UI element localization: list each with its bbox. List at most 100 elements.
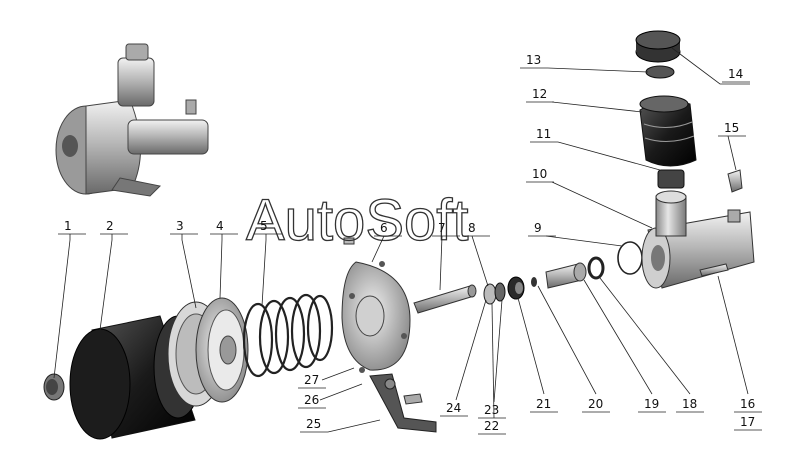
callout-24: 24 [440,299,487,417]
callout-4: 4 [210,219,238,299]
part-16-bolt [699,263,729,277]
leader-line-22 [491,303,495,419]
watermark-text: AutoSoft [246,188,468,253]
part-1-cap [43,373,65,401]
callout-3: 3 [170,219,198,309]
part-18-seal [587,256,605,280]
leader-line-18 [599,277,691,395]
leader-line-25 [327,419,381,433]
parts-21-23-rings [483,276,525,305]
leader-line-6 [371,235,385,263]
callout-label-18: 18 [682,397,697,411]
callout-label-16: 16 [740,397,755,411]
callout-10: 10 [526,167,653,229]
callout-label-13: 13 [526,53,541,67]
part-11-neck [657,169,685,189]
callout-1: 1 [53,219,86,379]
callout-12: 12 [526,87,643,113]
part-14-cap [635,30,681,63]
part-4-piston-ring [195,297,249,403]
leader-line-5 [261,234,267,307]
callout-label-26: 26 [304,393,319,407]
callout-label-17: 17 [740,415,755,429]
part-19-piston [531,262,587,289]
callout-label-21: 21 [536,397,551,411]
callout-23: 23 [478,299,506,419]
leader-line-20 [537,285,597,395]
callout-label-22: 22 [484,419,499,433]
leader-line-3 [181,234,197,309]
callout-label-19: 19 [644,397,659,411]
callout-label-6: 6 [380,221,388,235]
callout-17: 17 [734,415,762,431]
callout-11: 11 [530,127,661,171]
callout-7: 7 [432,221,460,291]
part-25-bracket [369,373,437,433]
leader-line-14 [671,47,750,85]
callout-14: 14 [671,47,750,85]
callout-label-14: 14 [728,67,743,81]
callout-8: 8 [462,221,490,287]
callout-27: 27 [298,367,355,389]
callout-21: 21 [517,297,558,413]
callout-5: 5 [254,219,282,307]
callout-label-2: 2 [106,219,114,233]
leader-line-1 [53,234,71,379]
callout-6: 6 [371,221,402,263]
callout-15: 15 [718,121,746,171]
callout-label-5: 5 [260,219,268,233]
callout-label-10: 10 [532,167,547,181]
leader-line-8 [471,235,489,287]
leader-line-23 [493,299,503,403]
callout-label-12: 12 [532,87,547,101]
callout-label-4: 4 [216,219,224,233]
assembled-unit-illustration [55,43,209,197]
part-13-filter [645,65,675,79]
leader-line-4 [219,234,223,299]
callout-label-3: 3 [176,219,184,233]
part-10-cylinder-body [641,190,755,289]
callout-label-23: 23 [484,403,499,417]
leader-line-13 [547,67,649,73]
leader-line-11 [557,141,661,171]
leader-line-21 [517,297,545,395]
callout-label-25: 25 [306,417,321,431]
callout-label-20: 20 [588,397,603,411]
callout-label-7: 7 [438,221,446,235]
part-7-pin [343,237,355,245]
leader-line-16 [717,275,749,395]
part-7-rod [413,284,477,314]
callout-18: 18 [599,277,704,413]
leader-line-7 [439,235,443,291]
callout-label-1: 1 [64,219,72,233]
leader-line-15 [727,135,737,171]
callout-20: 20 [537,285,610,413]
leader-line-2 [99,234,113,331]
part-15-bleeder [727,169,743,193]
callout-16: 16 [717,275,762,413]
callout-label-27: 27 [304,373,319,387]
callout-9: 9 [528,221,623,247]
callout-22: 22 [478,303,506,435]
callout-19: 19 [583,279,666,413]
part-12-reservoir [639,95,697,167]
leader-line-27 [321,367,355,381]
leader-line-26 [319,383,363,401]
leader-line-12 [551,101,643,113]
callout-label-24: 24 [446,401,461,415]
part-5-spring [242,293,334,378]
leader-line-9 [545,235,623,247]
leader-line-24 [455,299,487,401]
callout-label-8: 8 [468,221,476,235]
callout-26: 26 [298,383,363,409]
callout-2: 2 [99,219,128,331]
leader-line-10 [551,181,653,229]
callout-25: 25 [300,417,381,433]
leader-line-19 [583,279,653,395]
callout-label-11: 11 [536,127,551,141]
callout-label-9: 9 [534,221,542,235]
part-9-o-ring [617,241,643,275]
part-6-flange [341,261,411,373]
